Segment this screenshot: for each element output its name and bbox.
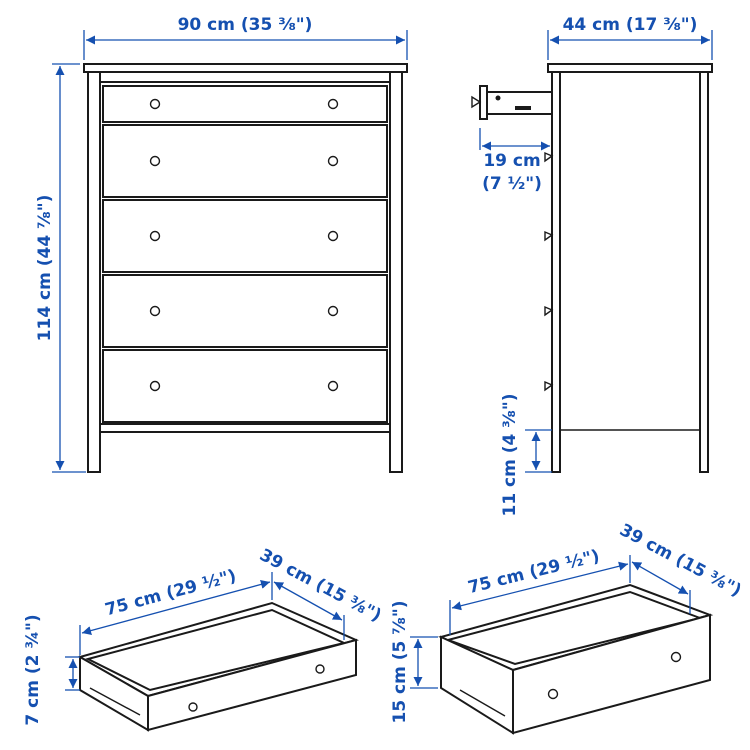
leg-height-dimension: 11 cm (4 ⅜") (500, 393, 552, 517)
large-drawer (438, 583, 714, 735)
side-view-dresser (471, 63, 713, 473)
width-dimension: 90 cm (35 ⅜") (83, 15, 408, 60)
depth-label: 44 cm (17 ⅜") (563, 15, 698, 35)
front-view-dresser (83, 63, 408, 473)
drawer-pull-dimension: 19 cm (7 ½") (479, 128, 550, 194)
small-drawer-height-label: 7 cm (2 ¾") (23, 614, 43, 725)
small-drawer-width-label: 75 cm (29 ½") (103, 566, 238, 620)
drawer-pull-label-in: (7 ½") (482, 174, 542, 194)
front-drawers (102, 85, 388, 423)
drawer-pull-label-cm: 19 cm (483, 151, 540, 171)
depth-dimension: 44 cm (17 ⅜") (547, 15, 713, 60)
small-drawer (77, 601, 359, 732)
leg-height-label: 11 cm (4 ⅜") (500, 393, 520, 516)
drawer-side-knobs (544, 151, 554, 392)
large-drawer-width-label: 75 cm (29 ½") (466, 546, 602, 598)
width-label: 90 cm (35 ⅜") (178, 15, 313, 35)
pulled-out-drawer (471, 85, 553, 120)
drawer-knobs (149, 98, 339, 392)
height-dimension: 114 cm (44 ⅞") (35, 63, 86, 473)
small-drawer-height-dimension: 7 cm (2 ¾") (23, 614, 80, 726)
height-label: 114 cm (44 ⅞") (35, 195, 55, 342)
large-drawer-height-dimension: 15 cm (5 ⅞") (390, 600, 438, 724)
large-drawer-height-label: 15 cm (5 ⅞") (390, 600, 410, 723)
